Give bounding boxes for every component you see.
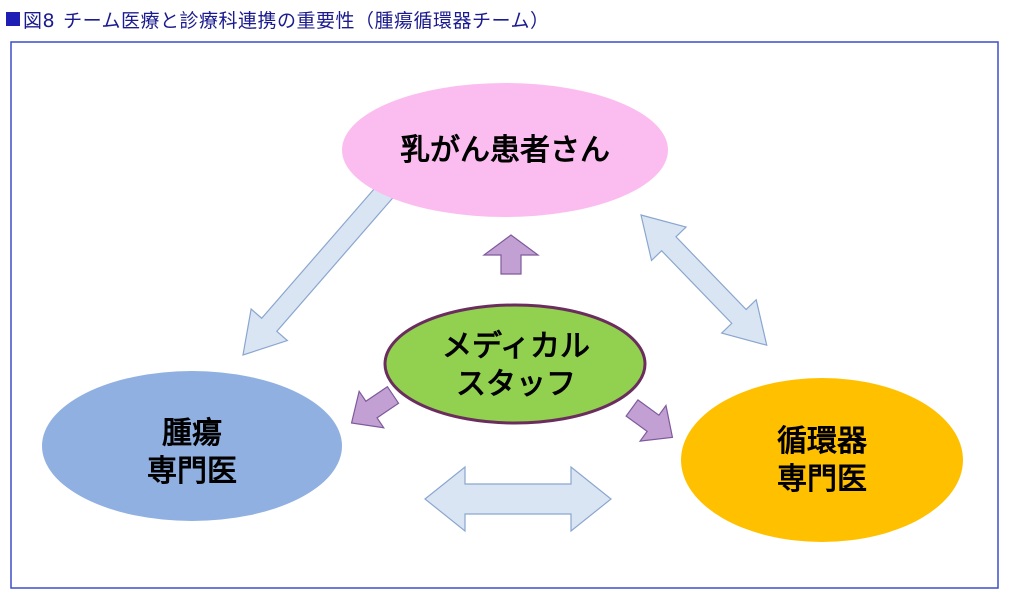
- arrow-staff-to-oncology: [350, 385, 400, 429]
- oncology-label-line1: 腫瘍: [162, 416, 222, 451]
- staff-node: [383, 303, 647, 425]
- figure-number: 図8: [23, 9, 56, 32]
- cardiology-label-line1: 循環器: [777, 424, 868, 459]
- cardiology-label-line2: 専門医: [777, 462, 867, 497]
- figure-title: 図8 チーム医療と診療科連携の重要性（腫瘍循環器チーム）: [6, 6, 549, 32]
- figure-title-text: チーム医療と診療科連携の重要性（腫瘍循環器チーム）: [63, 9, 550, 32]
- oncology-node: [42, 371, 342, 521]
- title-square-icon: [6, 12, 20, 26]
- patient-node: [342, 83, 668, 217]
- cardiology-node: [681, 378, 963, 542]
- staff-label-line1: メディカル: [442, 329, 590, 364]
- arrow-staff-to-cardiology: [625, 399, 674, 442]
- double-arrow-oncology-cardiology: [424, 465, 612, 533]
- arrow-staff-to-patient: [482, 234, 540, 275]
- double-arrow-patient-cardiology: [640, 214, 768, 347]
- staff-label-line2: スタッフ: [456, 367, 576, 402]
- oncology-label-line2: 専門医: [147, 454, 237, 489]
- diagram-frame: [10, 41, 999, 589]
- patient-label: 乳がん患者さん: [400, 133, 610, 168]
